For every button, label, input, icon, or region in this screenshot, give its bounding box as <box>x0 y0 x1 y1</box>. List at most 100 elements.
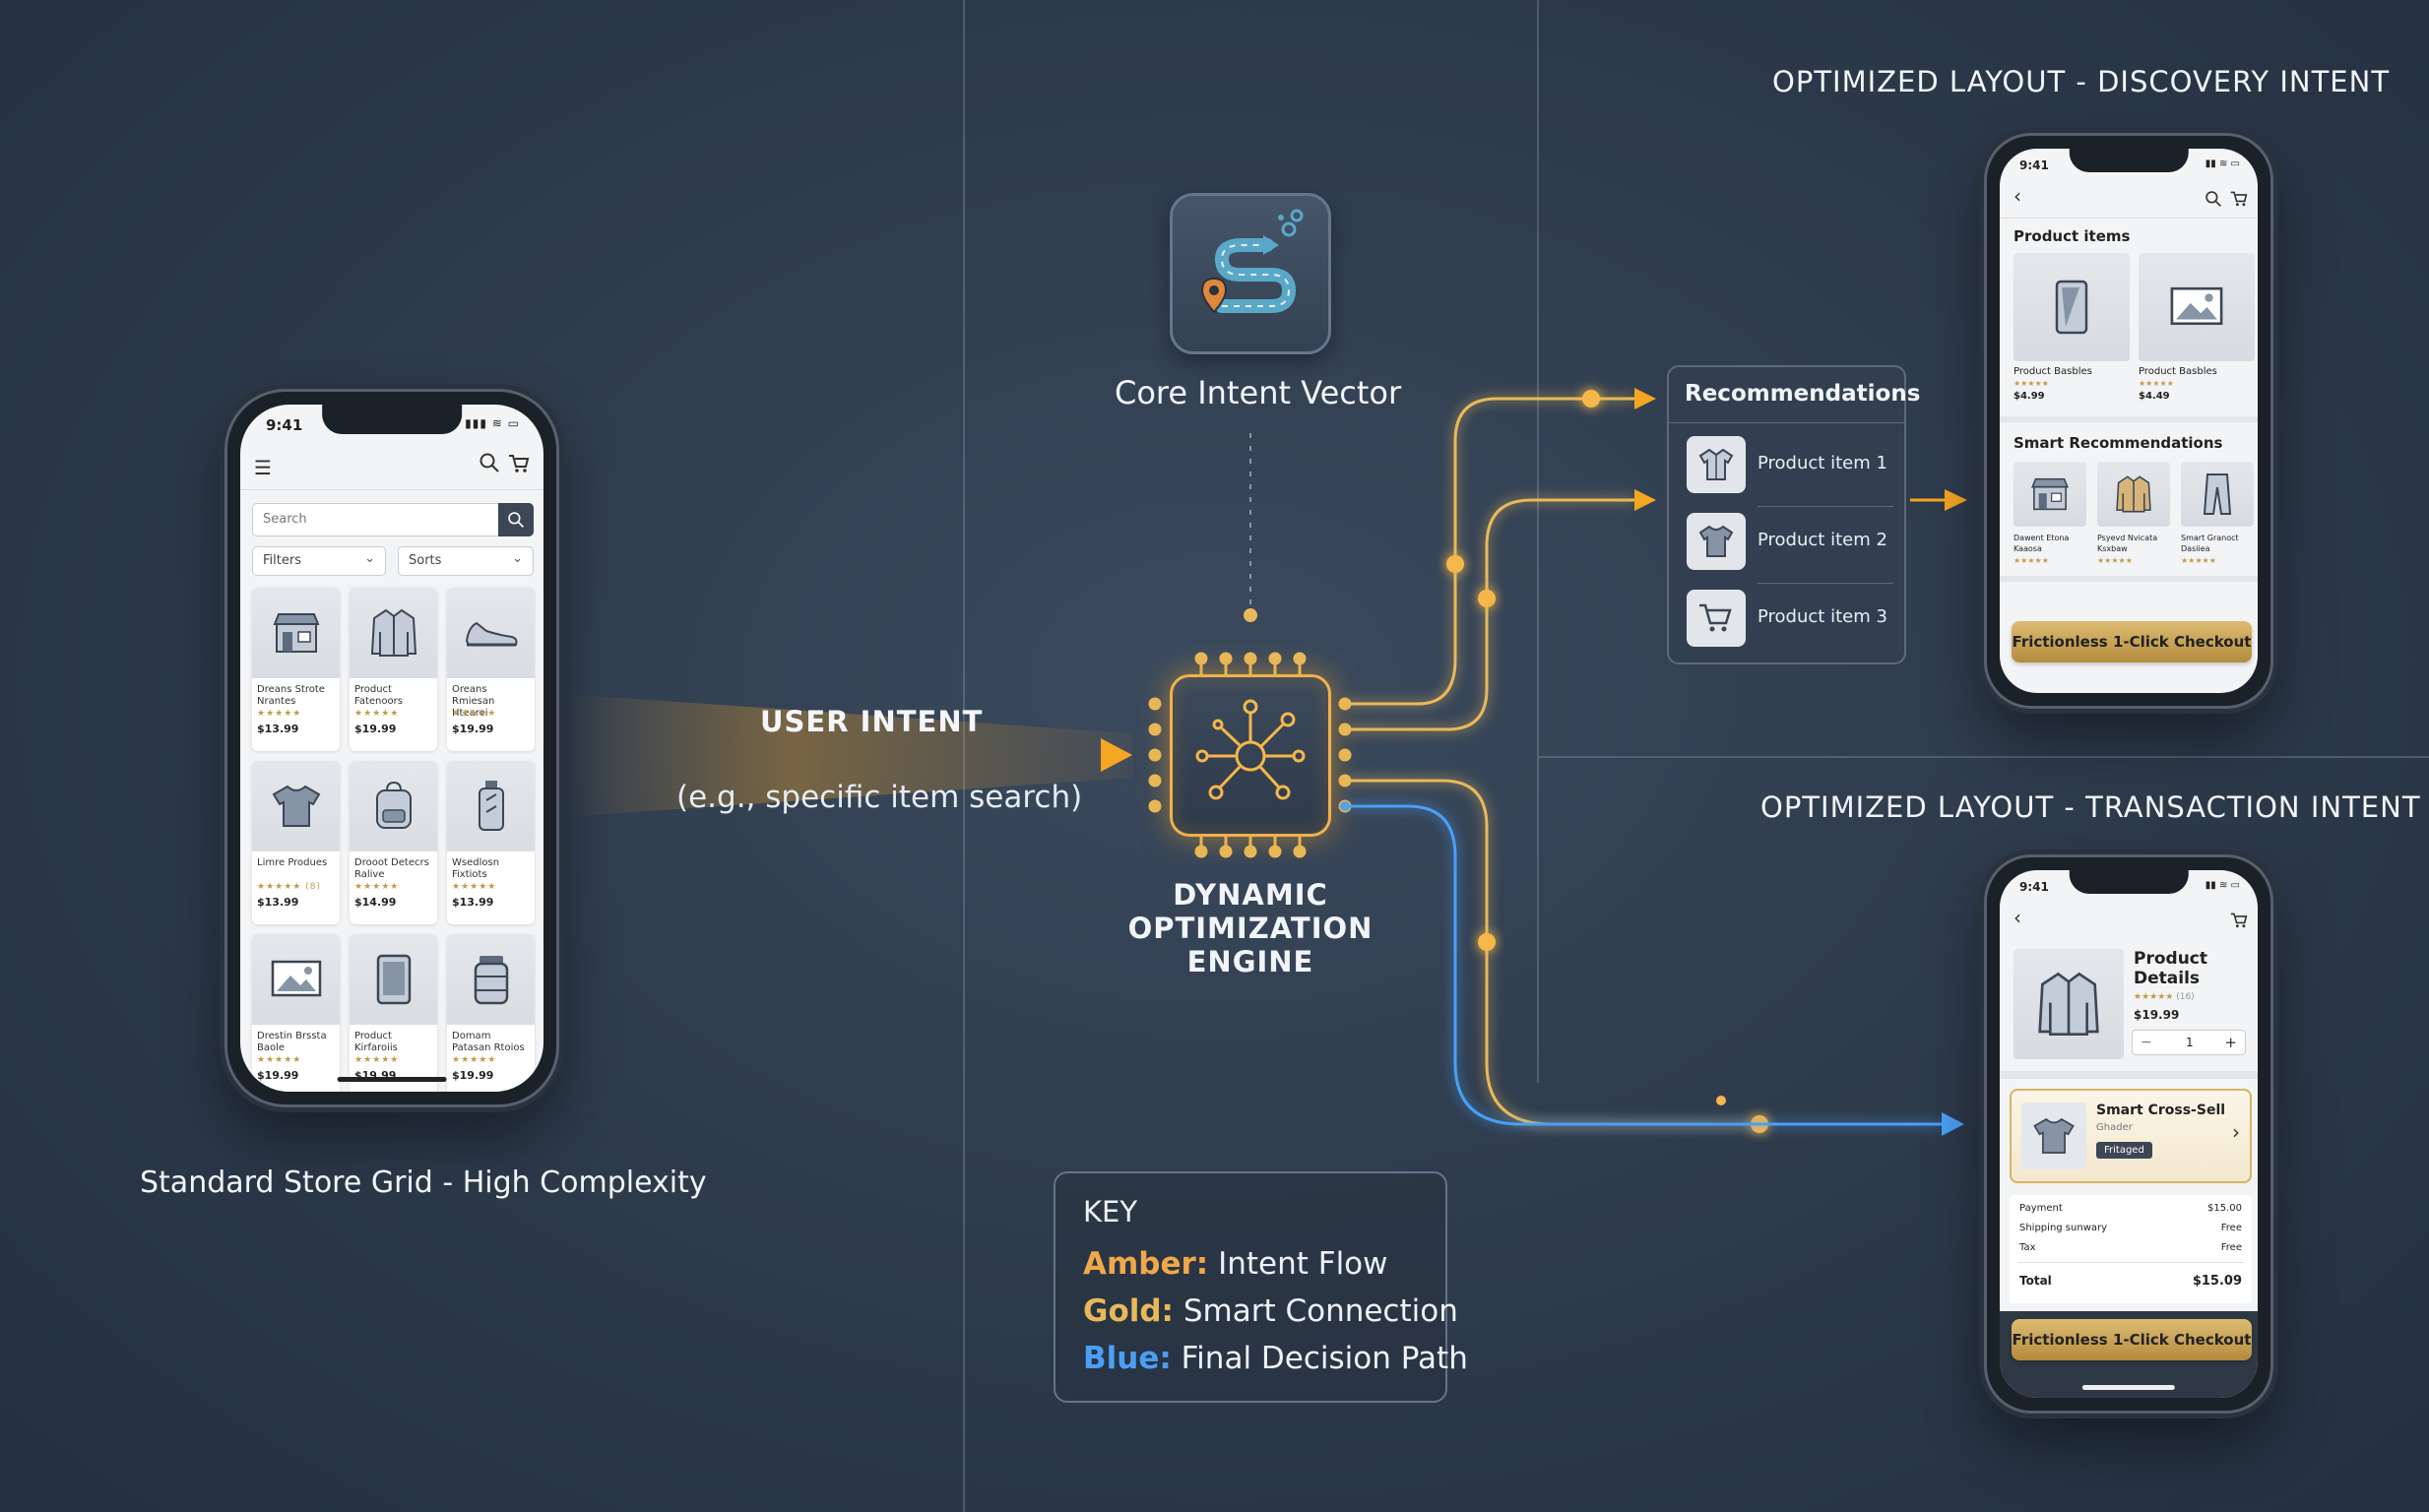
product-card[interactable] <box>2014 253 2130 361</box>
rating-stars: ★★★★★ <box>452 709 497 719</box>
legend-blue-name: Blue: <box>1083 1341 1172 1376</box>
gold-path-transaction <box>1345 779 1762 1126</box>
product-detail-price: $19.99 <box>2134 1008 2180 1022</box>
quantity-stepper[interactable]: − 1 + <box>2132 1030 2246 1055</box>
home-indicator <box>337 1077 447 1082</box>
legend-amber-text: Intent Flow <box>1218 1246 1388 1282</box>
discovery-phone: 9:41 ▮▮ ≋ ▭ ‹ Product items Product Basb… <box>1984 133 2273 709</box>
rating-stars: ★★★★★ <box>2014 556 2049 565</box>
core-vector-dot <box>1244 608 1257 622</box>
search-input[interactable]: Search <box>252 503 534 536</box>
product-tile[interactable]: Product Fatenoors ★★★★★ $19.99 <box>350 588 437 751</box>
back-chevron-icon[interactable]: ‹ <box>2014 184 2021 208</box>
summary-divider <box>2017 1262 2244 1263</box>
legend-amber-name: Amber: <box>1083 1246 1209 1282</box>
user-intent-arrowhead <box>1101 738 1132 772</box>
shoe-icon <box>465 621 517 647</box>
jar-icon <box>474 956 508 1005</box>
product-name: Product Fatenoors <box>354 684 403 707</box>
smart-rec-item[interactable] <box>2014 462 2086 527</box>
chevron-right-icon[interactable]: › <box>2232 1120 2240 1144</box>
product-name: Drooot Detecrs Ralive <box>354 857 429 880</box>
recommendations-card: Recommendations Product item 1 Product i… <box>1667 365 1920 664</box>
product-name: Drestin Brssta Baole <box>257 1031 327 1053</box>
sorts-dropdown[interactable]: Sorts ⌄ <box>398 546 534 576</box>
recommendation-label: Product item 1 <box>1758 453 1887 473</box>
discovery-heading: OPTIMIZED LAYOUT - DISCOVERY INTENT <box>1772 65 2391 98</box>
product-tile[interactable]: Limre Produes ★★★★★ (8) $13.99 <box>252 761 340 924</box>
product-price: $19.99 <box>257 1069 299 1082</box>
product-tile[interactable]: Drestin Brssta Baole ★★★★★ $19.99 <box>252 934 340 1092</box>
phone-notch <box>2069 149 2189 172</box>
user-intent-subtitle: (e.g., specific item search) <box>676 780 1083 815</box>
cart-icon[interactable] <box>2230 190 2248 212</box>
product-price: $4.99 <box>2014 391 2045 402</box>
cart-icon[interactable] <box>508 453 530 478</box>
smart-cross-sell-card[interactable]: Smart Cross-Sell Ghader Fritaged › <box>2010 1089 2252 1183</box>
summary-row-label: Tax <box>2019 1242 2036 1253</box>
quantity-plus-button[interactable]: + <box>2224 1034 2237 1051</box>
cart-icon[interactable] <box>2230 912 2248 933</box>
recommendation-label: Product item 2 <box>1758 530 1887 550</box>
transaction-screen: 9:41 ▮▮ ≋ ▭ ‹ Product Details ★★★★★ (16)… <box>2000 870 2258 1398</box>
search-icon[interactable] <box>479 452 500 477</box>
rating-stars: ★★★★★ <box>354 709 400 719</box>
product-name: Dreans Strote Nrantes <box>257 684 325 707</box>
hamburger-icon[interactable]: ☰ <box>254 456 272 479</box>
smart-rec-item[interactable] <box>2181 462 2254 527</box>
standard-store-phone: 9:41 ▮▮▮ ≋ ▭ ☰ Search Filters ⌄ Sorts ⌄ <box>224 389 559 1107</box>
status-time: 9:41 <box>2019 880 2049 894</box>
recommendation-divider <box>1758 583 1893 584</box>
store-icon <box>273 613 319 653</box>
recommendation-label: Product item 3 <box>1758 606 1887 627</box>
rating-stars: ★★★★★ <box>2014 379 2049 388</box>
rating-stars: ★★★★★ <box>452 1055 497 1065</box>
transaction-phone: 9:41 ▮▮ ≋ ▭ ‹ Product Details ★★★★★ (16)… <box>1984 854 2273 1414</box>
section-divider <box>2000 576 2258 582</box>
smart-rec-name: Psyevd Nvicata Ksxbaw <box>2097 534 2158 553</box>
summary-row-label: Payment <box>2019 1203 2063 1214</box>
recommendation-item[interactable]: Product item 1 <box>1687 436 1893 507</box>
recommendation-item[interactable]: Product item 3 <box>1687 590 1893 651</box>
core-vector-label: Core Intent Vector <box>1115 374 1402 411</box>
cross-sell-badge[interactable]: Fritaged <box>2096 1142 2152 1159</box>
smart-rec-name: Smart Granoct Dasiiea <box>2181 534 2239 553</box>
tablet-icon <box>376 954 411 1005</box>
recommendation-thumb <box>1687 590 1746 647</box>
pants-icon <box>2203 473 2232 515</box>
search-icon[interactable] <box>2205 190 2222 212</box>
product-items-heading: Product items <box>2014 227 2131 245</box>
smart-rec-item[interactable] <box>2097 462 2170 527</box>
standard-store-screen: 9:41 ▮▮▮ ≋ ▭ ☰ Search Filters ⌄ Sorts ⌄ <box>240 405 543 1092</box>
product-tile[interactable]: Oreans Rmiesan Htearoi ★★★★★ $19.99 <box>447 588 535 751</box>
product-name: Product Kirfaroiis <box>354 1031 398 1053</box>
divider-right <box>1537 0 1539 1083</box>
product-price: $19.99 <box>452 1069 494 1082</box>
recommendation-item[interactable]: Product item 2 <box>1687 513 1893 584</box>
product-tile[interactable]: Drooot Detecrs Ralive ★★★★★ $14.99 <box>350 761 437 924</box>
quantity-minus-button[interactable]: − <box>2141 1035 2152 1050</box>
store-icon <box>2031 477 2069 511</box>
one-click-checkout-button[interactable]: Frictionless 1-Click Checkout <box>2012 1319 2252 1360</box>
product-card[interactable] <box>2139 253 2255 361</box>
status-icons: ▮▮▮ ≋ ▭ <box>465 416 520 430</box>
search-button[interactable] <box>498 503 534 536</box>
one-click-checkout-button[interactable]: Frictionless 1-Click Checkout <box>2012 621 2252 662</box>
rating-stars: ★★★★★ <box>2181 556 2216 565</box>
rating-stars: ★★★★★ <box>2134 992 2174 1002</box>
cross-sell-title: Smart Cross-Sell <box>2096 1102 2226 1118</box>
product-tile[interactable]: Domam Patasan Rtoios ★★★★★ $19.99 <box>447 934 535 1092</box>
route-map-icon <box>1200 209 1304 314</box>
back-chevron-icon[interactable]: ‹ <box>2014 906 2021 929</box>
filters-dropdown[interactable]: Filters ⌄ <box>252 546 386 576</box>
discovery-screen: 9:41 ▮▮ ≋ ▭ ‹ Product items Product Basb… <box>2000 149 2258 693</box>
product-image <box>252 761 340 851</box>
product-detail-rating: ★★★★★ (16) <box>2134 992 2195 1002</box>
blue-decision-path <box>1345 804 1942 1126</box>
section-divider <box>2000 416 2258 422</box>
product-tile[interactable]: Dreans Strote Nrantes ★★★★★ $13.99 <box>252 588 340 751</box>
header-divider <box>2000 218 2258 219</box>
product-tile[interactable]: Wsedlosn Fixtiots ★★★★★ $13.99 <box>447 761 535 924</box>
product-tile[interactable]: Product Kirfaroiis ★★★★★ $19.99 <box>350 934 437 1092</box>
